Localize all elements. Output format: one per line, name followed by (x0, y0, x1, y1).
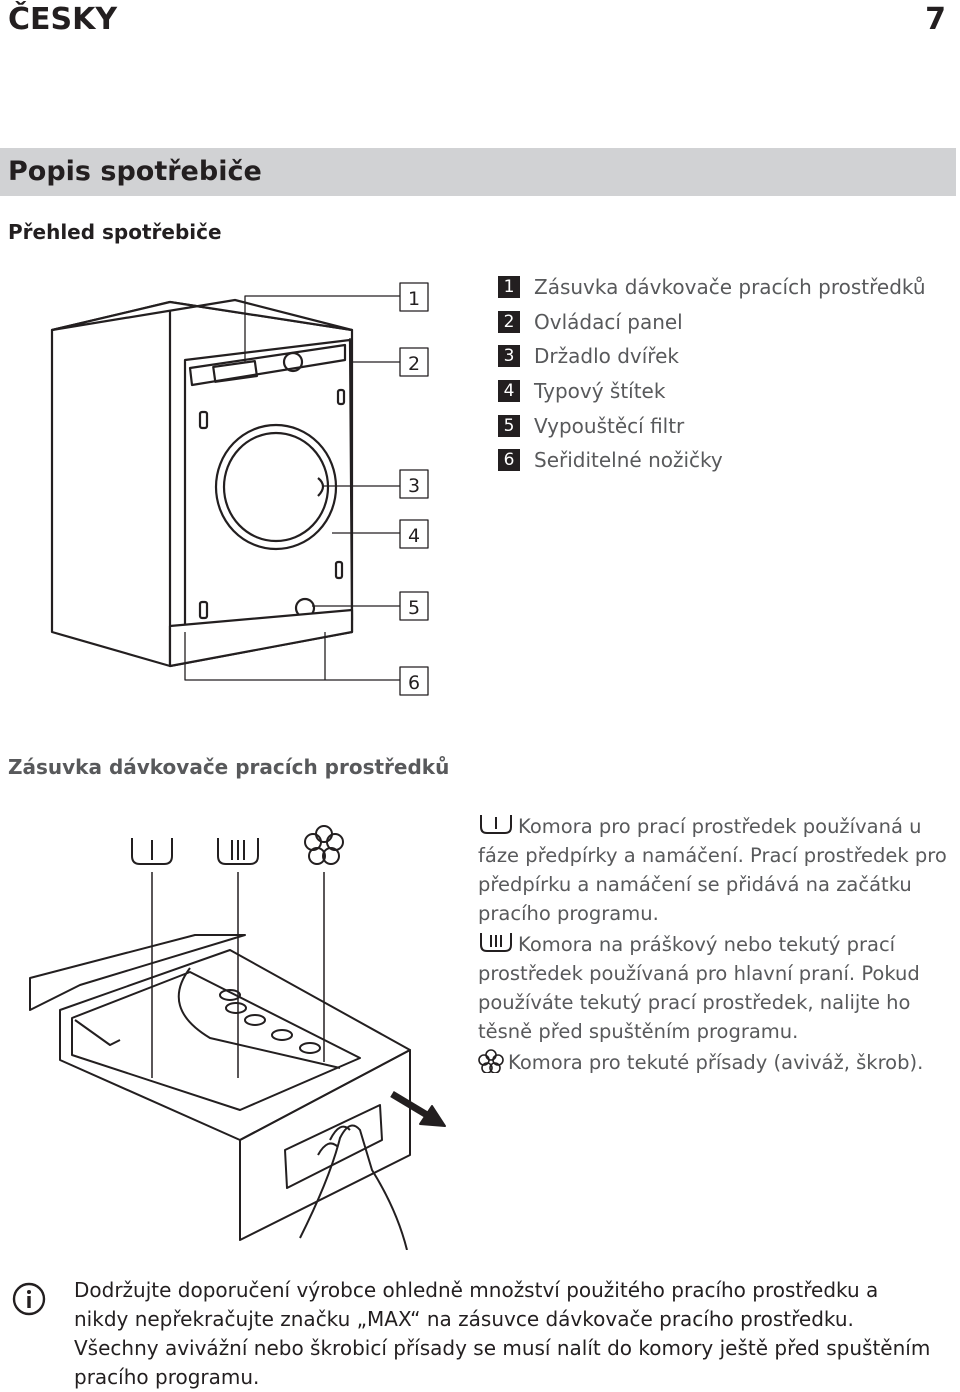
compartment-descriptions: Komora pro prací prostředek používaná u … (478, 812, 956, 1079)
main-wash-compartment-icon (217, 838, 259, 865)
drawer-handle-recess (284, 1104, 383, 1189)
callout-1: 1 (408, 288, 420, 310)
drawer-front (239, 1049, 411, 1241)
page-number: 7 (925, 2, 946, 37)
info-line: Dodržujte doporučení výrobce ohledně mno… (74, 1278, 879, 1331)
washing-machine-illustration: 1 2 3 4 5 6 (50, 282, 429, 696)
main-wash-compartment-icon (480, 933, 512, 952)
callout-6: 6 (408, 672, 420, 694)
program-knob-illustration (282, 351, 304, 373)
hand-illustration (299, 1124, 408, 1250)
info-note: Dodržujte doporučení výrobce ohledně mno… (74, 1276, 934, 1392)
compartment-softener: Komora pro tekuté přísady (aviváž, škrob… (478, 1048, 956, 1077)
section-title: Popis spotřebiče (8, 156, 262, 187)
section-band: Popis spotřebiče (0, 148, 956, 196)
info-line: Všechny avivážní nebo škrobicí přísady s… (74, 1336, 931, 1389)
info-icon (12, 1282, 46, 1316)
drawer-heading: Zásuvka dávkovače pracích prostředků (8, 755, 450, 779)
detergent-drawer-illustration (29, 825, 446, 1250)
drawer-housing (29, 934, 246, 1011)
prewash-compartment-icon (480, 815, 512, 834)
detergent-drawer-illustration (212, 360, 259, 383)
callout-2: 2 (408, 353, 420, 375)
softener-compartment-icon (478, 1049, 504, 1073)
callout-3: 3 (408, 475, 420, 497)
drawer-body (59, 949, 411, 1141)
language-label: ČESKY (8, 2, 118, 37)
compartment-main-wash: Komora na práškový nebo tekutý prací pro… (478, 933, 920, 1043)
machine-cabinet-outline (50, 300, 354, 668)
porthole-inner (222, 431, 330, 543)
appliance-overview-heading: Přehled spotřebiče (8, 220, 222, 244)
door-handle-illustration (317, 477, 325, 497)
prewash-compartment-icon (131, 838, 173, 865)
callout-5: 5 (408, 597, 420, 619)
pull-direction-arrow (390, 1090, 434, 1122)
porthole-outer (214, 423, 338, 551)
compartment-prewash: Komora pro prací prostředek používaná u … (478, 815, 947, 925)
callout-4: 4 (408, 525, 420, 547)
softener-compartment-icon (304, 825, 344, 865)
